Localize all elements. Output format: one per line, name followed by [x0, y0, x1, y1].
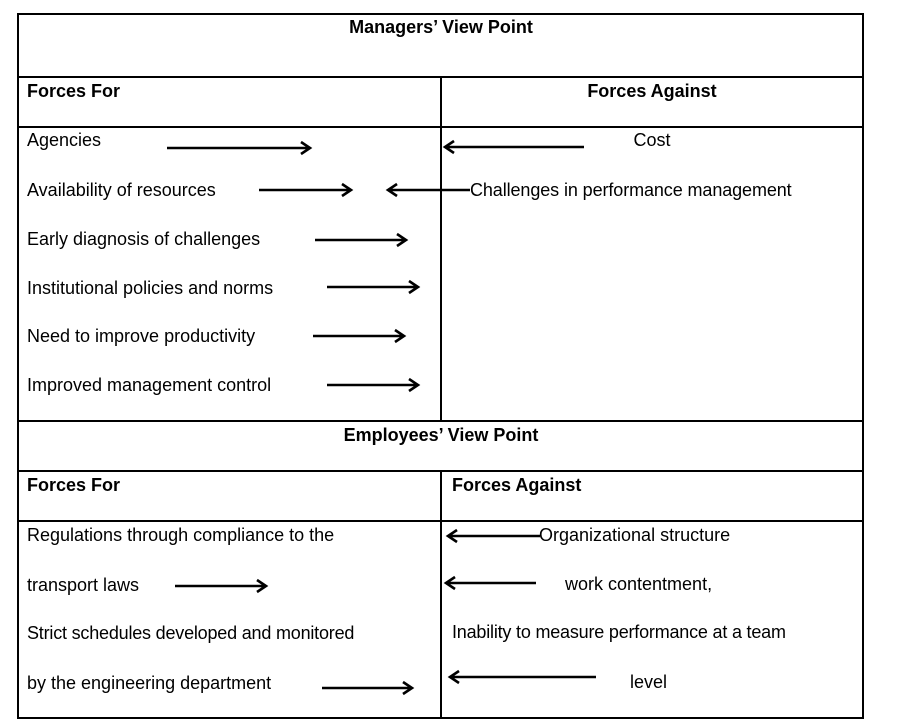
arrow-left-icon — [442, 139, 584, 155]
arrow-left-icon — [445, 528, 540, 544]
managers-force-for-item: Institutional policies and norms — [27, 278, 274, 298]
arrow-left-icon — [447, 669, 596, 685]
managers-force-for-item: Early diagnosis of challenges — [27, 229, 261, 249]
managers-force-for-item: Need to improve productivity — [27, 326, 256, 346]
employees-force-for-item: Strict schedules developed and monitored — [27, 623, 355, 643]
employees-section-title: Employees’ View Point — [343, 425, 539, 445]
managers-section-title: Managers’ View Point — [349, 17, 533, 37]
managers-forces-for-header: Forces For — [27, 81, 121, 101]
employees-force-against-item: level — [630, 672, 668, 692]
managers-forces-against-header: Forces Against — [587, 81, 717, 101]
managers-force-for-item: Agencies — [27, 130, 102, 150]
managers-force-for-item: Availability of resources — [27, 180, 216, 200]
table-border-left — [17, 13, 19, 719]
column-divider — [440, 76, 442, 421]
arrow-left-icon — [385, 182, 470, 198]
employees-force-against-item: Inability to measure performance at a te… — [452, 622, 786, 642]
employees-forces-against-header: Forces Against — [452, 475, 582, 495]
row-divider — [17, 420, 864, 422]
arrow-right-icon — [315, 232, 409, 248]
employees-forces-for-header: Forces For — [27, 475, 121, 495]
managers-force-against-item: Cost — [633, 130, 671, 150]
table-border-top — [17, 13, 864, 15]
managers-force-for-item: Improved management control — [27, 375, 272, 395]
arrow-right-icon — [327, 377, 421, 393]
arrow-right-icon — [327, 279, 421, 295]
arrow-left-icon — [443, 575, 536, 591]
arrow-right-icon — [259, 182, 354, 198]
managers-force-against-item: Challenges in performance management — [470, 180, 792, 200]
arrow-right-icon — [167, 140, 313, 156]
column-divider — [440, 470, 442, 718]
arrow-right-icon — [313, 328, 407, 344]
table-border-bottom — [17, 717, 864, 719]
table-border-right — [862, 13, 864, 719]
employees-force-for-item: transport laws — [27, 575, 140, 595]
employees-force-against-item: Organizational structure — [539, 525, 731, 545]
arrow-right-icon — [175, 578, 269, 594]
employees-force-against-item: work contentment, — [565, 574, 713, 594]
employees-force-for-item: by the engineering department — [27, 673, 272, 693]
arrow-right-icon — [322, 680, 415, 696]
employees-force-for-item: Regulations through compliance to the — [27, 525, 335, 545]
